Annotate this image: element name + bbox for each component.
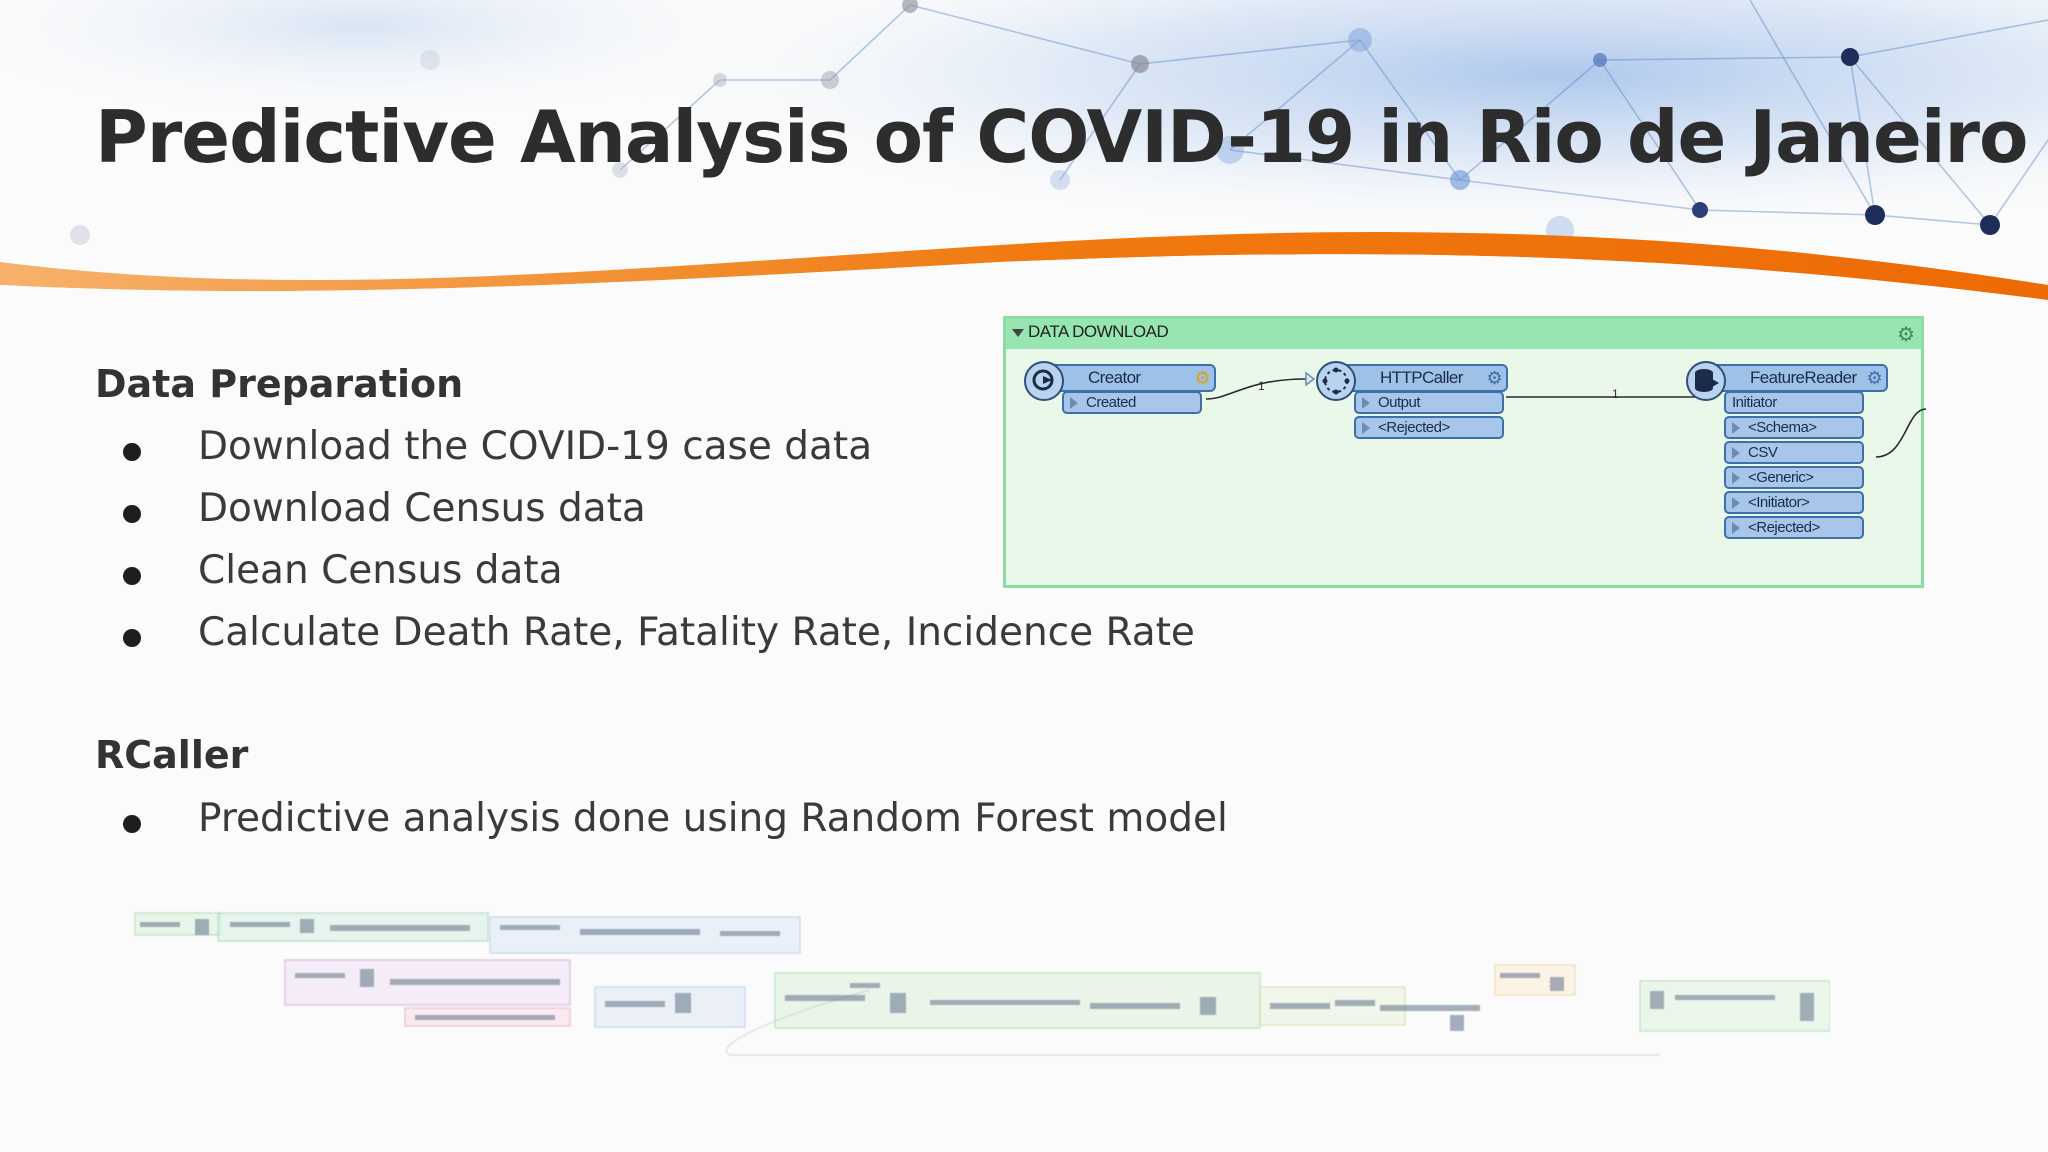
bullet-icon xyxy=(123,505,141,523)
gear-icon[interactable]: ⚙ xyxy=(1194,368,1210,388)
bullet-icon xyxy=(123,443,141,461)
output-port-generic[interactable]: <Generic> xyxy=(1724,466,1864,489)
gear-icon[interactable]: ⚙ xyxy=(1866,368,1882,388)
output-port-output[interactable]: Output xyxy=(1354,391,1504,414)
workspace-bookmark-data-download: DATA DOWNLOAD ⚙ 1 1 Creator⚙ Created H xyxy=(1003,316,1927,588)
feature-count-label: 1 xyxy=(1258,379,1265,393)
header-network-graphic xyxy=(0,0,2048,310)
creator-icon xyxy=(1024,361,1064,401)
bullet-icon xyxy=(123,567,141,585)
port-arrow-icon xyxy=(1070,397,1078,409)
slide-title: Predictive Analysis of COVID-19 in Rio d… xyxy=(95,95,2029,179)
transformer-httpcaller[interactable]: HTTPCaller ⚙ Output <Rejected> xyxy=(1316,361,1516,451)
feature-count-label: 1 xyxy=(1612,387,1619,401)
collapse-caret-icon[interactable] xyxy=(1012,329,1024,337)
node-name: HTTPCaller xyxy=(1380,368,1463,387)
output-port-rejected[interactable]: <Rejected> xyxy=(1724,516,1864,539)
bookmark-header: DATA DOWNLOAD ⚙ xyxy=(1006,319,1921,349)
output-port-schema[interactable]: <Schema> xyxy=(1724,416,1864,439)
port-arrow-icon xyxy=(1732,447,1740,459)
httpcaller-icon xyxy=(1316,361,1356,401)
port-arrow-icon xyxy=(1362,422,1370,434)
bookmark-title: DATA DOWNLOAD xyxy=(1028,322,1169,341)
port-arrow-icon xyxy=(1732,497,1740,509)
transformer-creator[interactable]: Creator ⚙ Created xyxy=(1024,361,1224,421)
node-name: Creator xyxy=(1088,368,1141,387)
node-name: FeatureReader xyxy=(1750,368,1857,387)
featurereader-icon xyxy=(1686,361,1726,401)
output-port-rejected[interactable]: <Rejected> xyxy=(1354,416,1504,439)
gear-icon[interactable]: ⚙ xyxy=(1486,368,1502,388)
port-arrow-icon xyxy=(1362,397,1370,409)
output-port-created[interactable]: Created xyxy=(1062,391,1202,414)
section-heading-data-preparation: Data Preparation xyxy=(95,362,464,406)
connection-lines xyxy=(1205,371,1927,458)
input-port-initiator[interactable]: Initiator xyxy=(1724,391,1864,414)
output-port-csv[interactable]: CSV xyxy=(1724,441,1864,464)
bullet-icon xyxy=(123,815,141,833)
bullet-icon xyxy=(123,629,141,647)
section-heading-rcaller: RCaller xyxy=(95,733,249,777)
gear-icon[interactable]: ⚙ xyxy=(1897,322,1915,346)
port-arrow-icon xyxy=(1732,472,1740,484)
port-arrow-icon xyxy=(1732,422,1740,434)
transformer-featurereader[interactable]: FeatureReader ⚙ Initiator <Schema> CSV <G… xyxy=(1686,361,1906,561)
workspace-overview-image xyxy=(134,912,1830,1056)
output-port-initiator[interactable]: <Initiator> xyxy=(1724,491,1864,514)
port-arrow-icon xyxy=(1732,522,1740,534)
